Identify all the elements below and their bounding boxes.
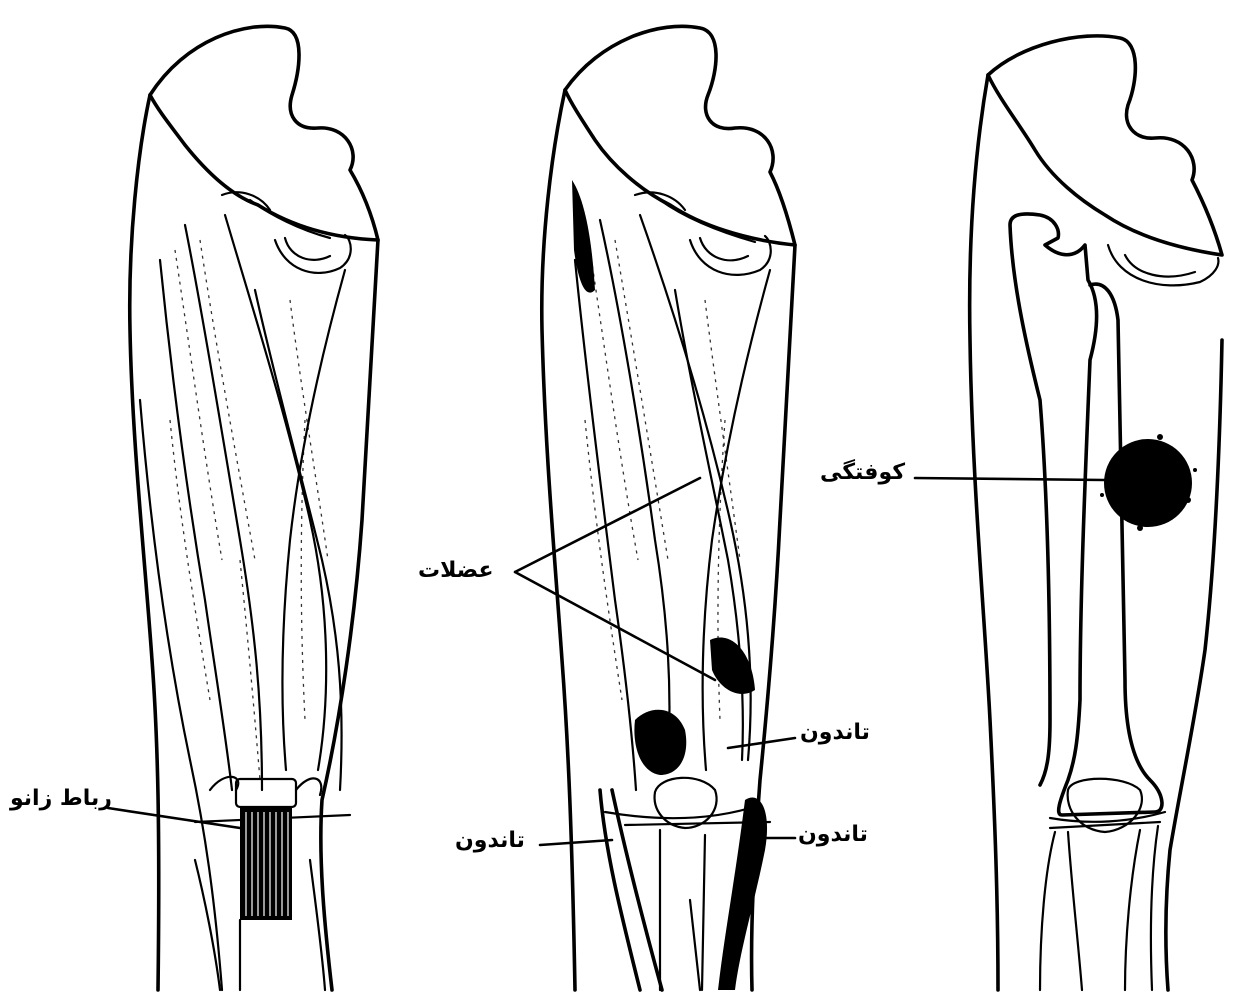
label-tendon-right-lower: تاندون [798,824,868,846]
muscle-shading [572,180,595,293]
panel-bruise [915,36,1222,990]
bruise-mark [1100,434,1197,531]
leader-bruise [915,478,1104,480]
leader-muscles [515,478,715,680]
muscle-band [283,270,345,770]
label-muscles: عضلات [418,560,494,582]
panel-tendons [515,26,795,990]
muscle-band [140,400,222,990]
hip-joint [690,236,771,275]
thigh-outline-right [1166,340,1222,990]
thigh-outline-left [970,75,998,990]
thigh-outline-left [542,90,575,990]
leader-knee-ligament [108,808,240,828]
panel-knee-ligament [108,26,378,990]
label-knee-ligament: رباط زانو [10,788,112,810]
thigh-outline-right [321,240,378,990]
pelvis-bone [150,26,378,240]
tendon-right [718,797,767,990]
patellar-ligament [240,808,292,920]
muscle-band [160,260,232,790]
leader-tendon-left [540,840,612,845]
muscle-band [703,270,770,770]
hip-joint [275,235,351,273]
kneecap [236,779,296,807]
muscle-shading [634,710,686,775]
muscle-band [185,225,262,790]
label-tendon-right-upper: تاندون [800,722,870,744]
label-bruise: کوفتگی [820,462,905,484]
label-tendon-left: تاندون [455,830,525,852]
muscle-fibers [170,240,328,780]
muscle-band [225,215,326,770]
pelvis-bone [988,36,1222,255]
muscle-band [600,220,669,760]
kneecap [655,778,717,828]
tendon-left [600,790,662,990]
lower-leg-lines [660,830,705,990]
lower-leg-bones [1040,826,1158,990]
